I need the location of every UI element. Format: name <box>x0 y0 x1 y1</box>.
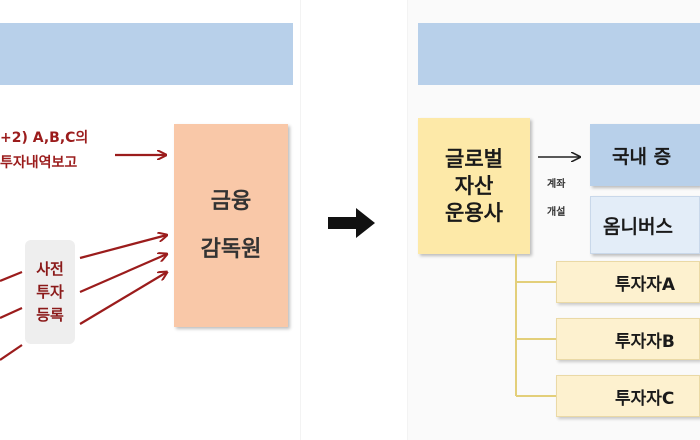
omnibus-account-box: 옴니버스 <box>590 196 700 254</box>
report-label-line1: +2) A,B,C의 <box>0 130 89 146</box>
report-label-line2: 투자내역보고 <box>0 155 78 171</box>
global-asset-manager-box: 글로벌 자산 운용사 <box>418 118 530 254</box>
registration-arrow-3 <box>79 272 167 325</box>
left-header-bar <box>0 23 293 85</box>
right-header-bar <box>418 23 700 85</box>
global-am-line3: 운용사 <box>445 200 503 225</box>
pre-registration-box: 사전 투자 등록 <box>25 240 75 344</box>
prereg-label-line1: 사전 <box>36 259 64 278</box>
investor-b-box: 투자자B <box>556 318 700 360</box>
fss-label-line1: 금융 <box>210 188 252 214</box>
fss-box: 금융 감독원 <box>174 124 288 327</box>
registration-arrow-2 <box>79 254 167 294</box>
account-open-label-2: 개설 <box>547 207 566 218</box>
investor-line-2 <box>0 306 23 320</box>
investor-line-3 <box>0 344 23 361</box>
registration-arrow-1 <box>79 235 167 260</box>
fss-label-line2: 감독원 <box>200 236 262 262</box>
prereg-label-line2: 투자 <box>36 282 64 301</box>
global-am-line1: 글로벌 <box>445 146 503 171</box>
transition-arrow-icon <box>328 208 375 238</box>
account-open-label-1: 계좌 <box>547 179 566 190</box>
investor-c-box: 투자자C <box>556 375 700 417</box>
prereg-label-line3: 등록 <box>36 305 64 324</box>
domestic-securities-box: 국내 증 <box>590 124 700 186</box>
investor-line-1 <box>0 270 23 283</box>
global-am-line2: 자산 <box>454 173 494 198</box>
investor-a-box: 투자자A <box>556 261 700 303</box>
